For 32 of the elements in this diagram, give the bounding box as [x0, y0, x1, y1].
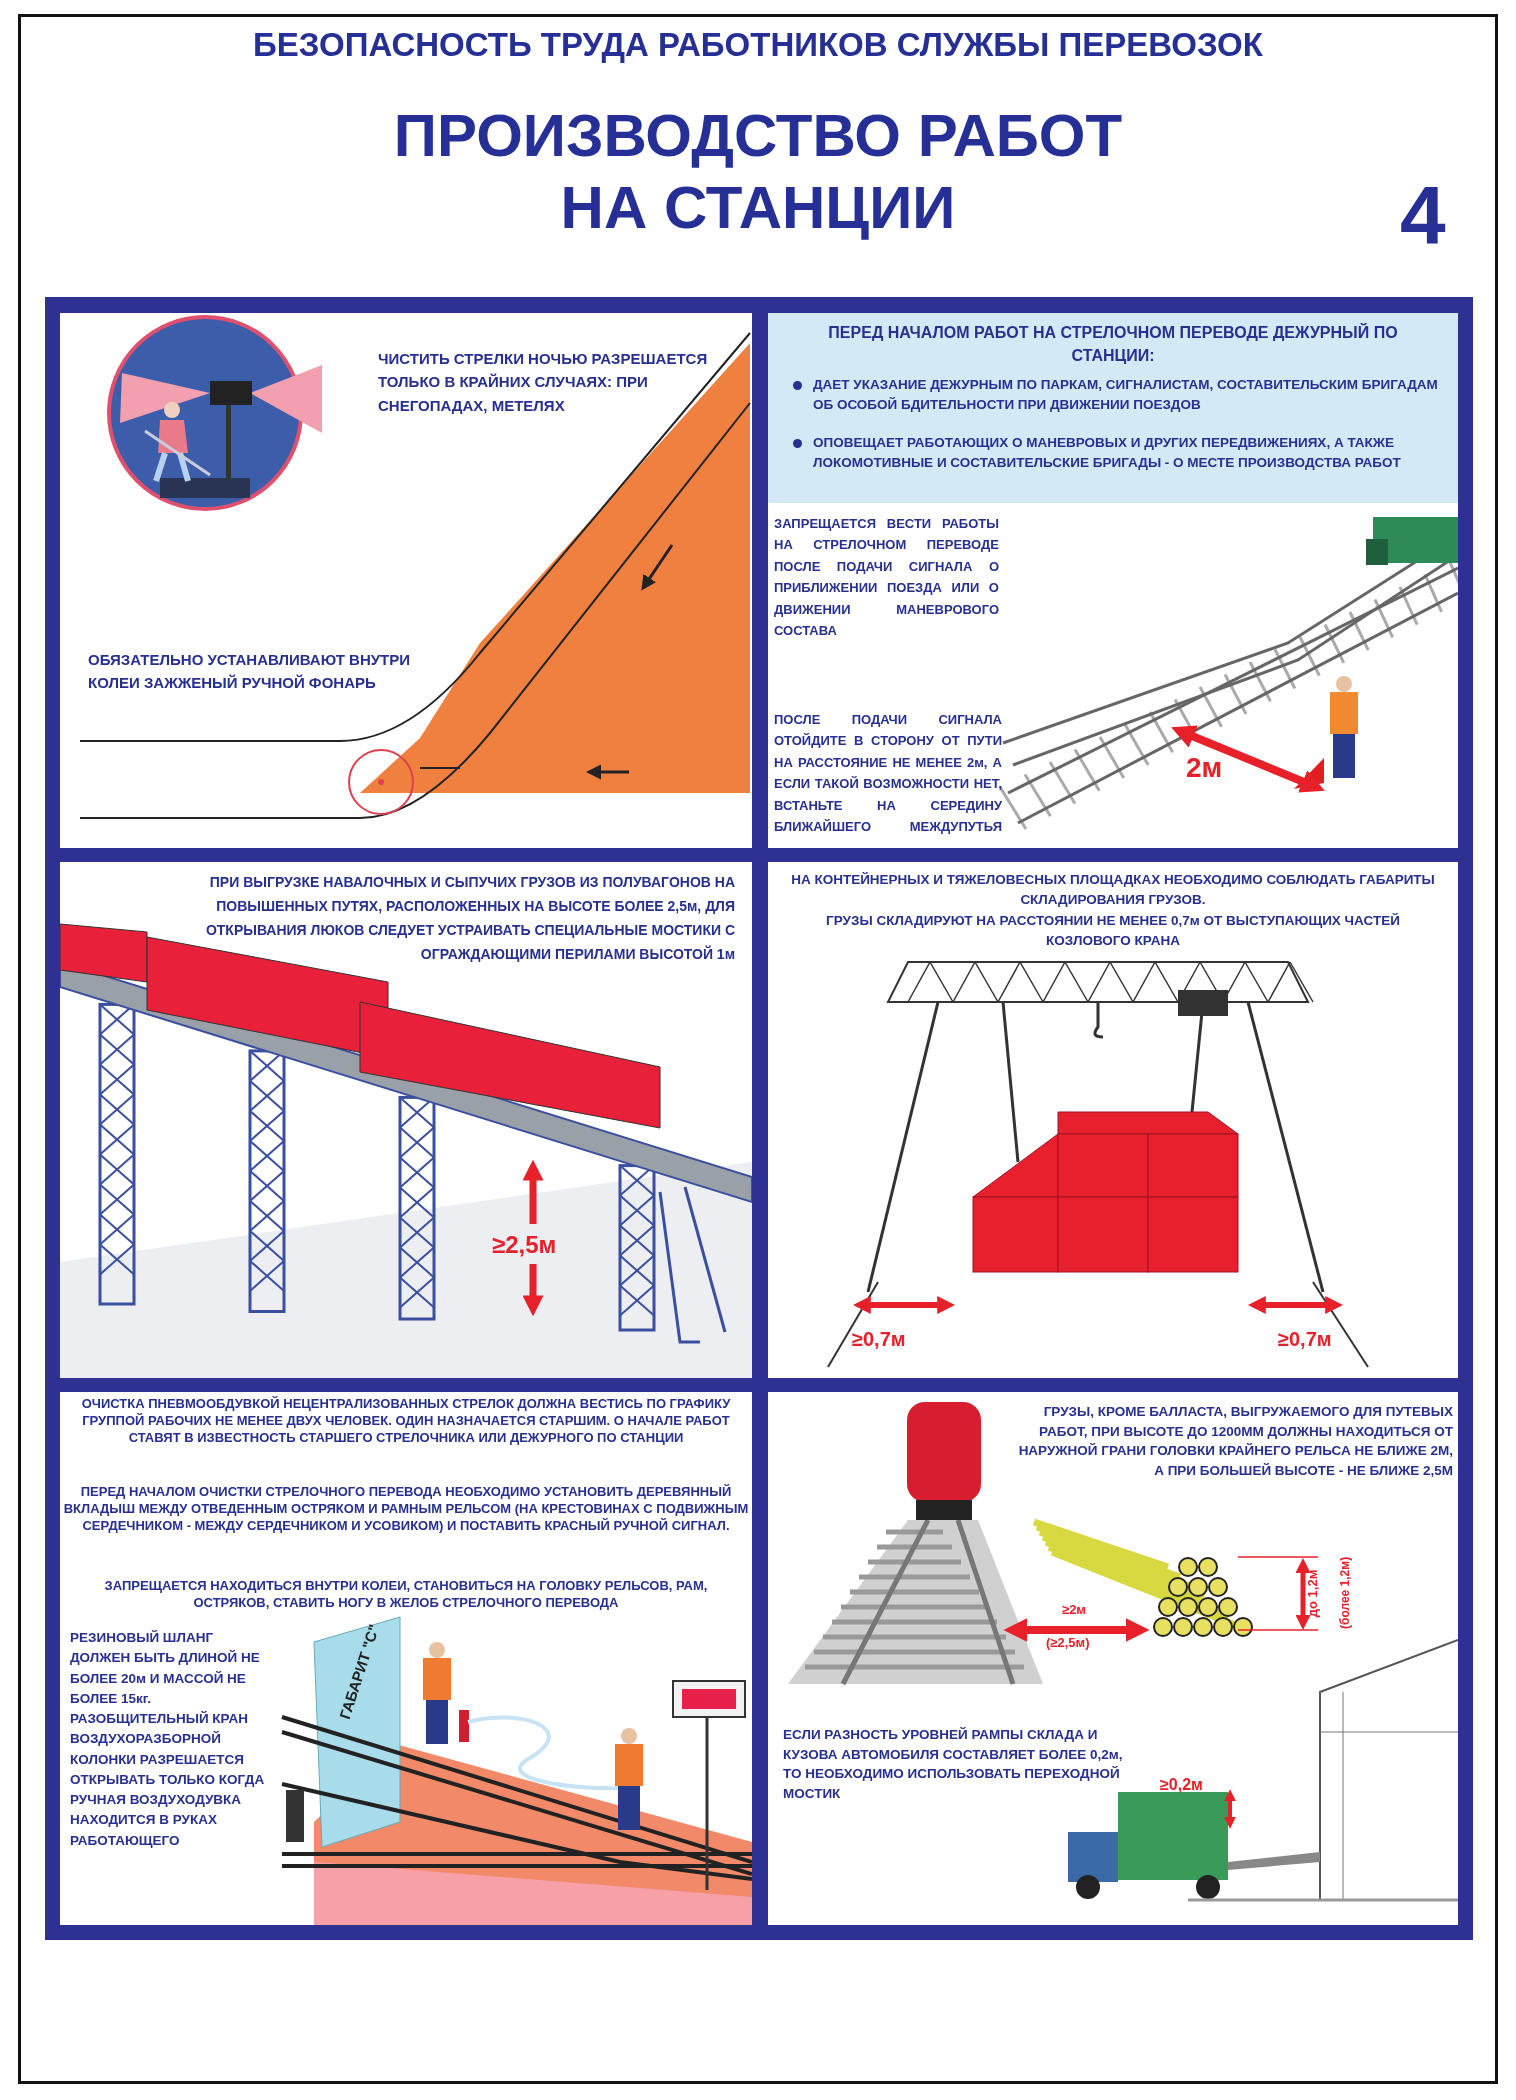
instruction-text: ЗАПРЕЩАЕТСЯ ВЕСТИ РАБОТЫ НА СТРЕЛОЧНОМ ПЕРЕВОДЕ ПОСЛЕ ПОДАЧИ СИГНАЛА О ПРИБЛИЖЕНИИ ПОЕЗДА ИЛИ О ДВИЖЕНИИ МАНЕВРОВОГО СОСТАВА: [774, 515, 999, 641]
panel-heading: ПЕРЕД НАЧАЛОМ РАБОТ НА СТРЕЛОЧНОМ ПЕРЕВОДЕ ДЕЖУРНЫЙ ПО СТАНЦИИ:: [827, 322, 1399, 367]
instruction-text: ОБЯЗАТЕЛЬНО УСТАНАВЛИВАЮТ ВНУТРИ КОЛЕИ ЗАЖЖЕНЫЙ РУЧНОЙ ФОНАРЬ: [88, 650, 412, 694]
bullet-text: ДАЕТ УКАЗАНИЕ ДЕЖУРНЫМ ПО ПАРКАМ, СИГНАЛИСТАМ, СОСТАВИТЕЛЬСКИМ БРИГАДАМ ОБ ОСОБОЙ БДИТЕЛЬНОСТИ ПРИ ДВИЖЕНИИ ПОЕЗДОВ: [813, 376, 1439, 415]
instruction-text: ЧИСТИТЬ СТРЕЛКИ НОЧЬЮ РАЗРЕШАЕТСЯ ТОЛЬКО В КРАЙНИХ СЛУЧАЯХ: ПРИ СНЕГОПАДАХ, МЕТЕЛЯХ: [378, 349, 708, 416]
dimension-label: ≥0,2м: [1160, 1776, 1203, 1795]
dimension-label: 2м: [1186, 752, 1223, 785]
dimension-label: ≥0,7м: [852, 1328, 906, 1351]
instruction-text: ПОСЛЕ ПОДАЧИ СИГНАЛА ОТОЙДИТЕ В СТОРОНУ ОТ ПУТИ НА РАССТОЯНИЕ НЕ МЕНЕЕ 2м, А ЕСЛИ ТАКОЙ ВОЗМОЖНОСТИ НЕТ, ВСТАНЬТЕ НА СЕРЕДИНУ БЛИЖАЙШЕГО МЕЖДУПУТЬЯ: [774, 711, 1002, 837]
instruction-text: ГРУЗЫ СКЛАДИРУЮТ НА РАССТОЯНИИ НЕ МЕНЕЕ 0,7м ОТ ВЫСТУПАЮЩИХ ЧАСТЕЙ КОЗЛОВОГО КРАНА: [825, 912, 1401, 950]
instruction-text: ПЕРЕД НАЧАЛОМ ОЧИСТКИ СТРЕЛОЧНОГО ПЕРЕВОДА НЕОБХОДИМО УСТАНОВИТЬ ДЕРЕВЯННЫЙ ВКЛАДЫШ МЕЖДУ ОТВЕДЕННЫМ ОСТРЯКОМ И РАМНЫМ РЕЛЬСОМ (НА КРЕСТОВИНАХ С ПОДВИЖНЫМ СЕРДЕЧНИКОМ - МЕЖДУ СЕРДЕЧНИКОМ И УСОВИКОМ) И ПОСТАВИТЬ КРАСНЫЙ РУЧНОЙ СИГНАЛ.: [63, 1484, 749, 1535]
instruction-text: ЗАПРЕЩАЕТСЯ НАХОДИТЬСЯ ВНУТРИ КОЛЕИ, СТАНОВИТЬСЯ НА ГОЛОВКУ РЕЛЬСОВ, РАМ, ОСТРЯКОВ, СТАВИТЬ НОГУ В ЖЕЛОБ СТРЕЛОЧНОГО ПЕРЕВОДА: [103, 1578, 709, 1612]
dimension-label: ≥0,7м: [1278, 1328, 1332, 1351]
instruction-text: НА КОНТЕЙНЕРНЫХ И ТЯЖЕЛОВЕСНЫХ ПЛОЩАДКАХ НЕОБХОДИМО СОБЛЮДАТЬ ГАБАРИТЫ СКЛАДИРОВАНИЯ ГРУЗОВ.: [790, 871, 1436, 909]
instruction-text: ПРИ ВЫГРУЗКЕ НАВАЛОЧНЫХ И СЫПУЧИХ ГРУЗОВ ИЗ ПОЛУВАГОНОВ НА ПОВЫШЕННЫХ ПУТЯХ, РАСПОЛОЖЕННЫХ НА ВЫСОТЕ БОЛЕЕ 2,5м, ДЛЯ ОТКРЫВАНИЯ ЛЮКОВ СЛЕДУЕТ УСТРАИВАТЬ СПЕЦИАЛЬНЫЕ МОСТИКИ С ОГРАЖДАЮЩИМИ ПЕРИЛАМИ ВЫСОТОЙ 1м: [204, 873, 735, 965]
dimension-label: ≥2м: [1062, 1603, 1086, 1618]
instruction-text: РЕЗИНОВЫЙ ШЛАНГ ДОЛЖЕН БЫТЬ ДЛИНОЙ НЕ БОЛЕЕ 20м И МАССОЙ НЕ БОЛЕЕ 15кг. РАЗОБЩИТЕЛЬНЫЙ КРАН ВОЗДУХОРАЗБОРНОЙ КОЛОНКИ РАЗРЕШАЕТСЯ ОТКРЫВАТЬ ТОЛЬКО КОГДА РУЧНАЯ ВОЗДУХОДУВКА НАХОДИТСЯ В РУКАХ РАБОТАЮЩЕГО: [70, 1629, 266, 1850]
dimension-label: ≥2,5м: [492, 1231, 557, 1259]
instruction-panel: [768, 862, 1458, 1378]
instruction-text: ЕСЛИ РАЗНОСТЬ УРОВНЕЙ РАМПЫ СКЛАДА И КУЗОВА АВТОМОБИЛЯ СОСТАВЛЯЕТ БОЛЕЕ 0,2м, ТО НЕОБХОДИМО ИСПОЛЬЗОВАТЬ ПЕРЕХОДНОЙ МОСТИК: [783, 1726, 1124, 1803]
instruction-text: ОЧИСТКА ПНЕВМООБДУВКОЙ НЕЦЕНТРАЛИЗОВАННЫХ СТРЕЛОК ДОЛЖНА ВЕСТИСЬ ПО ГРАФИКУ ГРУППОЙ РАБОЧИХ НЕ МЕНЕЕ ДВУХ ЧЕЛОВЕК. ОДИН НАЗНАЧАЕТСЯ СТАРШИМ. О НАЧАЛЕ РАБОТ СТАВЯТ В ИЗВЕСТНОСТЬ СТАРШЕГО СТРЕЛОЧНИКА ИЛИ ДЕЖУРНОГО ПО СТАНЦИИ: [80, 1396, 732, 1447]
poster-title: ПРОИЗВОДСТВО РАБОТ НА СТАНЦИИ: [392, 101, 1124, 243]
instruction-text: ГРУЗЫ, КРОМЕ БАЛЛАСТА, ВЫГРУЖАЕМОГО ДЛЯ ПУТЕВЫХ РАБОТ, ПРИ ВЫСОТЕ ДО 1200ММ ДОЛЖНЫ НАХОДИТЬСЯ ОТ НАРУЖНОЙ ГРАНИ ГОЛОВКИ КРАЙНЕГО РЕЛЬСА НЕ БЛИЖЕ 2М, А ПРИ БОЛЬШЕЙ ВЫСОТЕ - НЕ БЛИЖЕ 2,5М: [1017, 1403, 1453, 1480]
instruction-panel: [768, 313, 1458, 848]
poster-number: 4: [1400, 168, 1446, 262]
poster-supertitle: БЕЗОПАСНОСТЬ ТРУДА РАБОТНИКОВ СЛУЖБЫ ПЕРЕВОЗОК: [252, 26, 1264, 64]
bullet-text: ОПОВЕЩАЕТ РАБОТАЮЩИХ О МАНЕВРОВЫХ И ДРУГИХ ПЕРЕДВИЖЕНИЯХ, А ТАКЖЕ ЛОКОМОТИВНЫЕ И СОСТАВИТЕЛЬСКИЕ БРИГАДЫ - О МЕСТЕ ПРОИЗВОДСТВА РАБОТ: [813, 434, 1402, 473]
dimension-label: (более 1,2м): [1339, 1556, 1353, 1629]
instruction-panel: [60, 1392, 752, 1925]
instruction-panel: [768, 1392, 1458, 1925]
dimension-label: (≥2,5м): [1046, 1636, 1090, 1651]
dimension-label: до 1,2м: [1306, 1569, 1322, 1618]
